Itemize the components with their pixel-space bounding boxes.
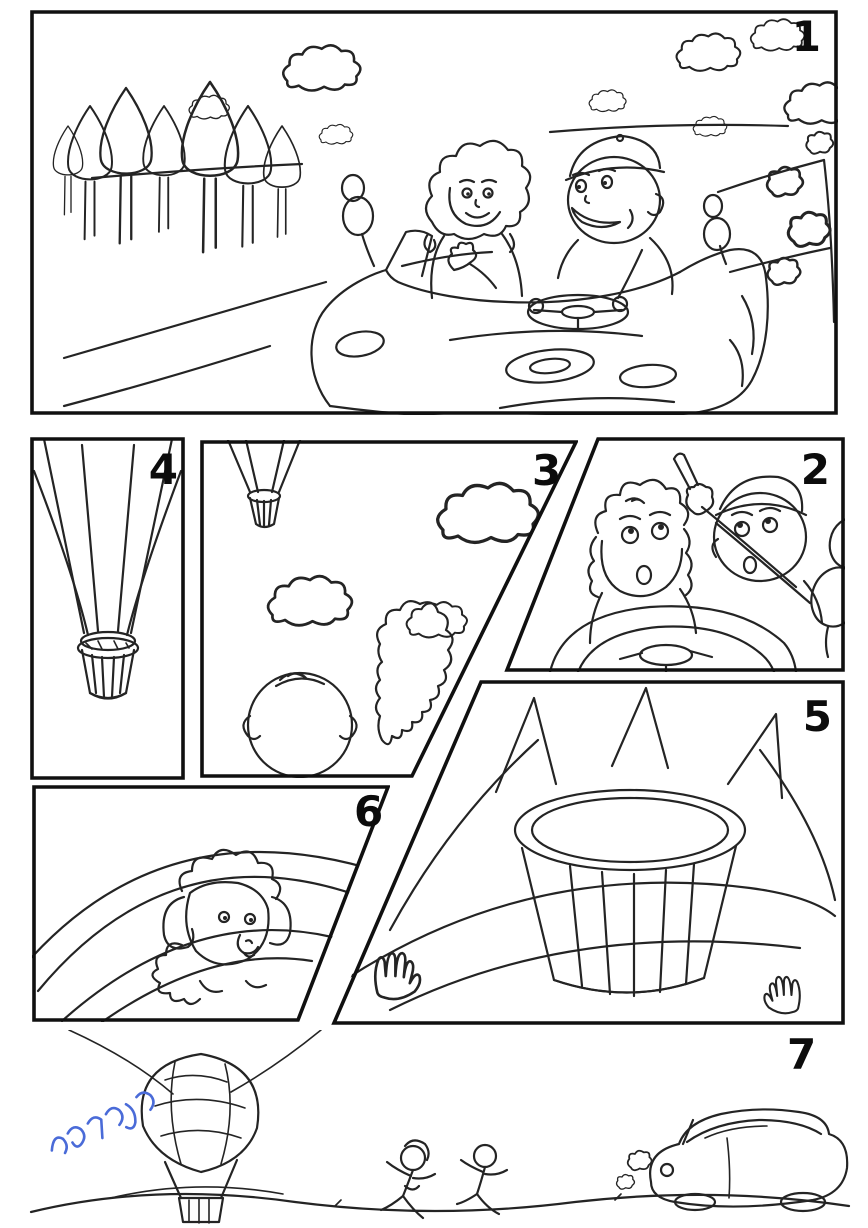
- waving-hands: [373, 951, 801, 1015]
- panel-3: 3: [200, 440, 578, 778]
- panel-5-art: [331, 680, 845, 1025]
- car: [310, 173, 769, 415]
- panel-4-frame: [30, 437, 185, 780]
- girl-character: [587, 478, 698, 645]
- panel-3-art: [200, 440, 578, 778]
- panel-6: 6: [32, 785, 390, 1022]
- panel-3-frame: [200, 440, 578, 778]
- small-balloon-basket: [226, 440, 302, 529]
- girl-hair-from-behind: [374, 599, 454, 746]
- right-mirror: [702, 193, 732, 266]
- balloon-ropes: [32, 437, 183, 637]
- descending-basket: [494, 686, 784, 998]
- artist-signature: [50, 1091, 155, 1155]
- left-mirror: [340, 173, 376, 268]
- panel-7: 7: [15, 1030, 853, 1228]
- boy-character-pointing: [672, 452, 824, 625]
- hot-air-balloon: [140, 1052, 260, 1224]
- panel-4: 4: [30, 437, 185, 780]
- panel-6-number: 6: [354, 787, 383, 836]
- panel-5-frame: [331, 680, 845, 1025]
- landing-ropes: [68, 1030, 322, 1095]
- dust-puffs: [765, 130, 835, 287]
- panel-7-number: 7: [787, 1030, 816, 1079]
- panel-2: 2: [498, 437, 845, 672]
- panel-7-art: [29, 1030, 851, 1224]
- panel-1-number: 1: [791, 12, 821, 61]
- steering-wheel: [548, 605, 798, 672]
- panel-2-frame: [504, 437, 845, 672]
- panel-5-number: 5: [802, 692, 832, 741]
- panel-2-number: 2: [800, 445, 830, 494]
- girl-character: [423, 139, 532, 300]
- panel-6-art: [32, 785, 390, 1022]
- running-girl: [379, 1139, 437, 1220]
- panel-1-frame: [30, 10, 838, 415]
- side-mirror: [810, 517, 845, 659]
- panel-2-art: [504, 437, 845, 672]
- sheep-in-basket: [151, 848, 292, 1006]
- running-boy: [455, 1143, 509, 1216]
- panel-3-number: 3: [532, 446, 561, 495]
- steering-wheel: [526, 293, 630, 331]
- panel-4-number: 4: [148, 445, 178, 494]
- panel-1-art: [30, 10, 838, 415]
- panel-5: 5: [330, 680, 845, 1025]
- parked-car: [615, 1108, 849, 1213]
- trees: [52, 80, 302, 254]
- basket-rim-arcs: [32, 851, 386, 1022]
- ground-hills: [29, 1186, 851, 1214]
- panel-4-art: [30, 437, 185, 780]
- panel-1: 1: [30, 10, 838, 415]
- boy-character: [556, 133, 674, 300]
- motion-swoosh-lines: [346, 738, 837, 1012]
- basket-from-below: [76, 630, 140, 700]
- rope-spikes: [494, 686, 784, 800]
- panel-6-frame: [32, 785, 390, 1022]
